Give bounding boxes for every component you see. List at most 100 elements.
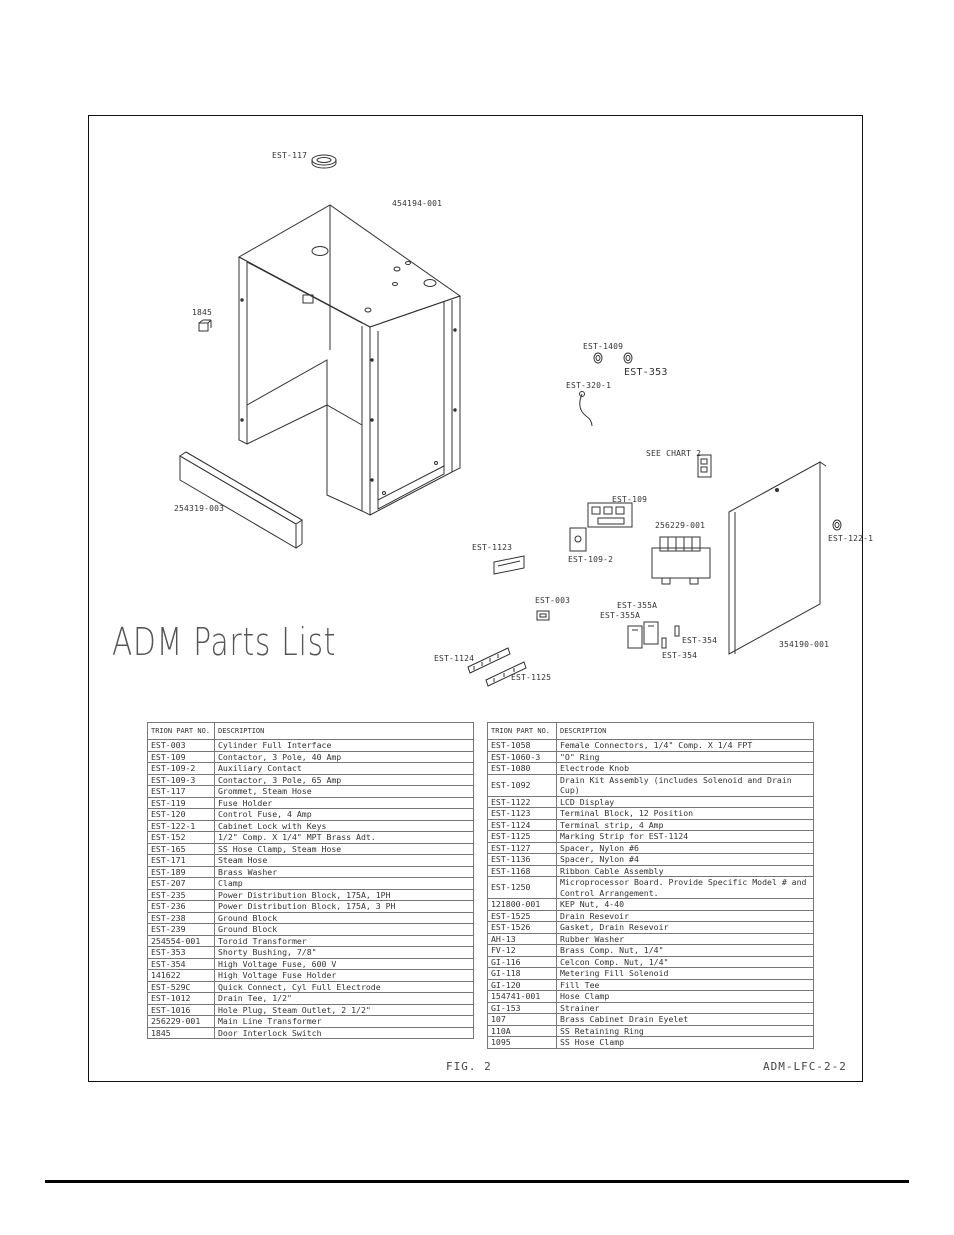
part-number: EST-1124: [487, 818, 557, 831]
part-number: EST-207: [147, 877, 215, 890]
part-description: Celcon Comp. Nut, 1/4": [556, 955, 814, 968]
part-number: EST-1092: [487, 773, 557, 797]
part-number: EST-1058: [487, 739, 557, 752]
part-description: SS Hose Clamp, Steam Hose: [214, 842, 474, 855]
part-description: High Voltage Fuse, 600 V: [214, 957, 474, 970]
grommet-est-117: [311, 154, 337, 169]
part-description: 1/2" Comp. X 1/4" MPT Brass Adt.: [214, 831, 474, 844]
callout-est-354-b: EST-354: [662, 651, 698, 660]
front-panel-254319-003: [179, 451, 303, 549]
part-description: Contactor, 3 Pole, 40 Amp: [214, 750, 474, 763]
figure-label: FIG. 2: [446, 1060, 492, 1073]
lock-est-122-1: [832, 519, 842, 531]
part-description: SS Retaining Ring: [556, 1024, 814, 1037]
part-number: EST-109-2: [147, 762, 215, 775]
part-number: EST-354: [147, 957, 215, 970]
part-number: EST-171: [147, 854, 215, 867]
contactor-est-109: [587, 502, 633, 528]
footer-rule: [45, 1180, 909, 1183]
part-description: Drain Resevoir: [556, 909, 814, 922]
aux-contact-est-109-2: [569, 527, 587, 552]
column-header-part-no: TRION PART NO.: [147, 722, 215, 740]
part-number: 110A: [487, 1024, 557, 1037]
part-number: EST-1250: [487, 876, 557, 899]
bushing-est-353: [623, 352, 633, 364]
part-description: Brass Cabinet Drain Eyelet: [556, 1013, 814, 1026]
part-number: GI-153: [487, 1001, 557, 1014]
part-number: EST-119: [147, 796, 215, 809]
part-description: Control Fuse, 4 Amp: [214, 808, 474, 821]
callout-panel: 254319-003: [174, 504, 225, 513]
bushing-est-1409: [593, 352, 603, 364]
callout-est-109-2: EST-109-2: [568, 555, 614, 564]
callout-door: 354190-001: [779, 640, 830, 649]
part-description: Contactor, 3 Pole, 65 Amp: [214, 773, 474, 786]
part-number: EST-117: [147, 785, 215, 798]
part-description: Power Distribution Block, 175A, 1PH: [214, 888, 474, 901]
door-switch-1845: [198, 319, 212, 332]
part-number: EST-1122: [487, 795, 557, 808]
callout-est-109: EST-109: [612, 495, 648, 504]
part-description: Fuse Holder: [214, 796, 474, 809]
transformer-256229-001: [651, 536, 711, 585]
interface-est-003: [536, 610, 550, 621]
part-description: Rubber Washer: [556, 932, 814, 945]
callout-est-1409: EST-1409: [583, 342, 624, 351]
part-description: Door Interlock Switch: [214, 1026, 474, 1039]
part-description: Shorty Bushing, 7/8": [214, 946, 474, 959]
part-number: EST-1127: [487, 841, 557, 854]
part-description: Hose Clamp: [556, 990, 814, 1003]
column-header-description: DESCRIPTION: [556, 722, 814, 740]
part-description: Grommet, Steam Hose: [214, 785, 474, 798]
part-number: 141622: [147, 969, 215, 982]
page-title: ADM Parts List: [112, 620, 337, 664]
part-description: Toroid Transformer: [214, 934, 474, 947]
part-description: Auxiliary Contact: [214, 762, 474, 775]
callout-est-355a-1: EST-355A: [617, 601, 658, 610]
part-description: Ground Block: [214, 923, 474, 936]
part-description: Gasket, Drain Resevoir: [556, 921, 814, 934]
see-chart-2-part: [697, 454, 712, 478]
terminal-strip-est-1124: [467, 647, 511, 674]
callout-est-320-1: EST-320-1: [566, 381, 612, 390]
part-number: 256229-001: [147, 1015, 215, 1028]
callout-est-117: EST-117: [272, 151, 308, 160]
part-description: Drain Kit Assembly (includes Solenoid an…: [556, 773, 814, 797]
part-description: Hole Plug, Steam Outlet, 2 1/2": [214, 1003, 474, 1016]
part-description: Cylinder Full Interface: [214, 739, 474, 752]
part-number: EST-1080: [487, 762, 557, 775]
probe-est-320-1: [579, 391, 593, 427]
fuse-holders-est-355a: [627, 621, 659, 649]
part-number: FV-12: [487, 944, 557, 957]
part-number: EST-236: [147, 900, 215, 913]
part-description: Brass Washer: [214, 865, 474, 878]
part-number: EST-1060-3: [487, 750, 557, 763]
part-number: EST-109: [147, 750, 215, 763]
terminal-block-est-1123: [493, 555, 525, 575]
part-description: Microprocessor Board. Provide Specific M…: [556, 876, 814, 899]
part-number: EST-122-1: [147, 819, 215, 832]
part-description: Fill Tee: [556, 978, 814, 991]
